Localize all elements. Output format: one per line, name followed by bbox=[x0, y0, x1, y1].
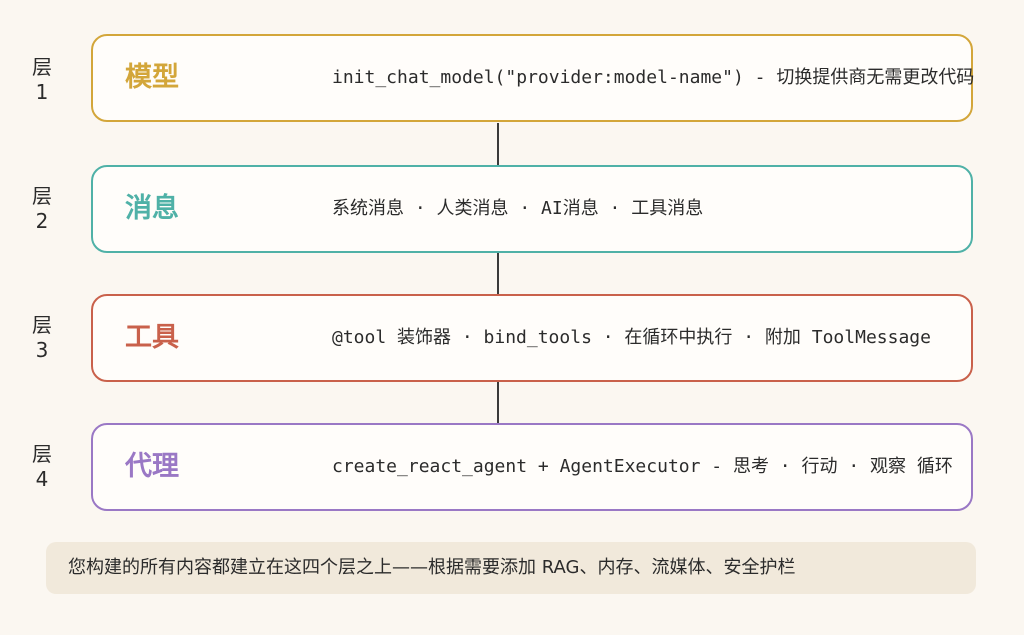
layer-1-model-box: 模型 init_chat_model("provider:model-name"… bbox=[91, 34, 975, 122]
layer-2-label-word: 层 bbox=[32, 184, 52, 208]
layer-2-title: 消息 bbox=[125, 193, 179, 224]
layer-3-label-number: 3 bbox=[35, 338, 49, 362]
layer-2-label-number: 2 bbox=[35, 209, 49, 233]
footer-note: 您构建的所有内容都建立在这四个层之上——根据需要添加 RAG、内存、流媒体、安全… bbox=[46, 542, 976, 594]
layer-3-label: 层 3 bbox=[22, 313, 62, 363]
layer-1-label: 层 1 bbox=[22, 55, 62, 105]
layer-4-title: 代理 bbox=[125, 451, 179, 482]
layer-3-title: 工具 bbox=[125, 322, 179, 353]
layer-4-agent-box: 代理 create_react_agent + AgentExecutor - … bbox=[91, 423, 973, 511]
layer-4-description: create_react_agent + AgentExecutor - 思考 … bbox=[332, 456, 953, 477]
layer-3-label-word: 层 bbox=[32, 313, 52, 337]
layer-4-label-word: 层 bbox=[32, 442, 52, 466]
connector-1-2 bbox=[497, 123, 499, 165]
footer-text: 您构建的所有内容都建立在这四个层之上——根据需要添加 RAG、内存、流媒体、安全… bbox=[68, 557, 796, 578]
layer-4-label: 层 4 bbox=[22, 442, 62, 492]
layer-1-label-number: 1 bbox=[35, 80, 49, 104]
layer-1-label-word: 层 bbox=[32, 55, 52, 79]
layer-3-tool-box: 工具 @tool 装饰器 · bind_tools · 在循环中执行 · 附加 … bbox=[91, 294, 973, 382]
connector-2-3 bbox=[497, 253, 499, 294]
layer-1-description: init_chat_model("provider:model-name") -… bbox=[332, 67, 975, 88]
layer-2-message-box: 消息 系统消息 · 人类消息 · AI消息 · 工具消息 bbox=[91, 165, 973, 253]
layer-1-title: 模型 bbox=[125, 62, 179, 93]
layer-2-description: 系统消息 · 人类消息 · AI消息 · 工具消息 bbox=[332, 198, 704, 219]
layer-4-label-number: 4 bbox=[35, 467, 49, 491]
connector-3-4 bbox=[497, 382, 499, 423]
layer-3-description: @tool 装饰器 · bind_tools · 在循环中执行 · 附加 Too… bbox=[332, 327, 931, 348]
layer-2-label: 层 2 bbox=[22, 184, 62, 234]
